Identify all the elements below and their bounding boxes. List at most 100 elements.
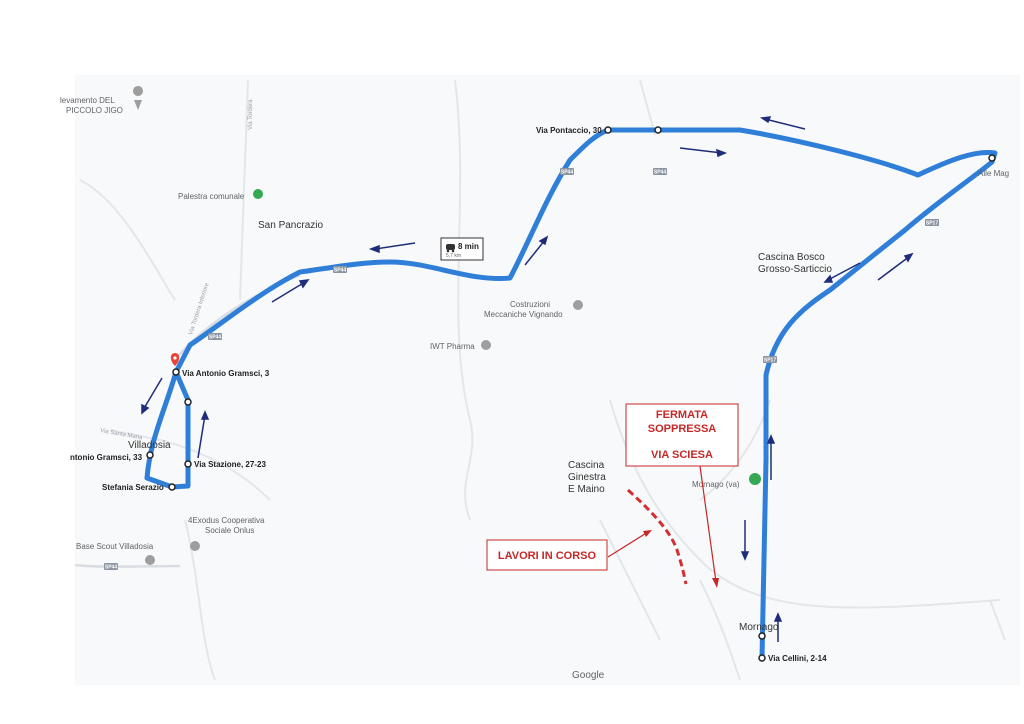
road-shield-sp44: SP44: [208, 333, 222, 341]
svg-text:Costruzioni: Costruzioni: [510, 300, 550, 309]
map-pin-icon: [190, 541, 200, 551]
poi-alle-mag[interactable]: Alle Mag: [978, 169, 1009, 178]
svg-text:SP44: SP44: [561, 170, 573, 176]
map-pin-icon: [133, 86, 144, 110]
poi-exodus[interactable]: 4Exodus Cooperativa Sociale Onlus: [188, 516, 265, 551]
svg-text:PICCOLO JIGO: PICCOLO JIGO: [66, 106, 123, 115]
svg-text:Alle Mag: Alle Mag: [978, 169, 1009, 178]
annotation-arrow: [699, 465, 717, 583]
road-shield-sp17: SP17: [925, 219, 939, 227]
stop-label-via-pontaccio: Via Pontaccio, 30: [536, 126, 602, 135]
annotation-arrow: [607, 531, 649, 558]
direction-arrow-head: [716, 148, 728, 158]
road-shield-sp17: SP17: [763, 356, 777, 364]
stop-marker[interactable]: [758, 654, 766, 662]
stop-marker[interactable]: [758, 632, 766, 640]
direction-arrow-head: [766, 434, 776, 444]
stop-labels: Via Pontaccio, 30 Via Antonio Gramsci, 3…: [70, 126, 827, 663]
map-pin-icon: [481, 340, 491, 350]
map-pin-icon: [253, 189, 263, 199]
place-cascina-ginestra-3: E Maino: [568, 484, 605, 495]
bus-route-line: [144, 127, 998, 661]
travel-time: 8 min: [458, 242, 479, 251]
stop-label-via-gramsci-3: Via Antonio Gramsci, 3: [182, 369, 270, 378]
direction-arrow: [524, 239, 546, 266]
place-cascina-ginestra-2: Ginestra: [568, 472, 606, 483]
direction-arrow: [142, 377, 163, 411]
place-names: San Pancrazio Villadosia Cascina Bosco G…: [128, 220, 832, 633]
direction-arrow-head: [823, 274, 834, 283]
direction-arrow: [679, 147, 723, 154]
poi-palestra[interactable]: Palestra comunale: [178, 189, 263, 201]
travel-distance: 5,7 km: [446, 253, 461, 259]
svg-text:Mornago (va): Mornago (va): [692, 480, 740, 489]
place-san-pancrazio: San Pancrazio: [258, 220, 323, 231]
direction-arrow-head: [759, 116, 772, 124]
destination-pin-icon[interactable]: [170, 353, 180, 366]
svg-text:IWT Pharma: IWT Pharma: [430, 342, 475, 351]
stop-marker[interactable]: [184, 398, 192, 406]
lavori-text: LAVORI IN CORSO: [498, 550, 597, 562]
direction-arrow-head: [903, 252, 914, 263]
stop-marker[interactable]: [654, 126, 662, 134]
stop-marker[interactable]: [988, 154, 996, 162]
stop-marker[interactable]: [604, 126, 612, 134]
roadworks-dashed-line: [626, 488, 688, 585]
road-shield-sp44: SP44: [560, 168, 574, 176]
direction-arrows: [141, 116, 914, 642]
stop-marker[interactable]: [146, 451, 154, 459]
direction-arrow-head: [298, 279, 310, 289]
road-shield-sp44: SP44: [104, 563, 118, 571]
place-mornago: Mornago: [739, 622, 779, 633]
poi-mornago-station[interactable]: Mornago (va): [692, 473, 761, 489]
svg-text:levamento DEL: levamento DEL: [60, 96, 115, 105]
place-cascina-bosco: Cascina Bosco: [758, 252, 825, 263]
svg-text:SP17: SP17: [764, 358, 776, 364]
stop-label-via-stazione: Via Stazione, 27-23: [194, 460, 266, 469]
svg-text:SP44: SP44: [334, 268, 346, 274]
direction-arrow-head: [740, 551, 750, 561]
poi-iwt-pharma[interactable]: IWT Pharma: [430, 340, 491, 351]
car-icon: [446, 244, 455, 253]
direction-arrow: [877, 255, 911, 281]
map-pin-icon: [573, 300, 583, 310]
poi-base-scout[interactable]: Base Scout Villadosia: [76, 542, 155, 565]
svg-text:SP44: SP44: [654, 170, 666, 176]
road-shields: SP44 SP44 SP44 SP44 SP44 SP17 SP17: [104, 168, 939, 571]
svg-text:Base Scout Villadosia: Base Scout Villadosia: [76, 542, 154, 551]
svg-text:Meccaniche Vignando: Meccaniche Vignando: [484, 310, 563, 319]
direction-arrow-head: [773, 612, 783, 622]
stop-marker[interactable]: [172, 368, 180, 376]
stop-marker[interactable]: [168, 483, 176, 491]
place-villadosia: Villadosia: [128, 440, 171, 451]
direction-arrow-head: [141, 403, 150, 415]
annotation-fermata-soppressa: FERMATA SOPPRESSA VIA SCIESA: [625, 403, 739, 588]
road-shield-sp44: SP44: [653, 168, 667, 176]
svg-text:4Exodus Cooperativa: 4Exodus Cooperativa: [188, 516, 265, 525]
road-shield-sp44: SP44: [333, 266, 347, 274]
poi-costruzioni[interactable]: Costruzioni Meccaniche Vignando: [484, 300, 583, 319]
map-pin-icon: [749, 473, 761, 485]
direction-arrow: [271, 281, 306, 303]
points-of-interest: levamento DEL PICCOLO JIGO Palestra comu…: [60, 86, 1009, 565]
direction-arrow: [374, 242, 416, 250]
stop-label-via-gramsci-33: ntonio Gramsci, 33: [70, 453, 143, 462]
stop-marker[interactable]: [184, 460, 192, 468]
direction-arrow: [764, 118, 806, 130]
stop-label-stefania-serazio: Stefania Serazio: [102, 483, 164, 492]
fermata-line-1: FERMATA: [656, 409, 708, 421]
svg-text:Sociale Onlus: Sociale Onlus: [205, 526, 254, 535]
route-stops: [146, 126, 996, 662]
poi-allevamento[interactable]: levamento DEL PICCOLO JIGO: [60, 86, 144, 115]
travel-time-badge[interactable]: 8 min 5,7 km: [440, 237, 484, 261]
svg-text:SP44: SP44: [209, 335, 221, 341]
annotation-lavori-in-corso: LAVORI IN CORSO: [486, 488, 688, 585]
road-label-via-tordera: Via Tordera: [248, 99, 254, 130]
annotation-arrow-head: [712, 578, 719, 588]
annotation-arrow-head: [643, 530, 652, 537]
direction-arrow-head: [200, 410, 210, 420]
place-cascina-ginestra: Cascina: [568, 460, 605, 471]
fermata-line-3: VIA SCIESA: [651, 449, 713, 461]
place-cascina-bosco-2: Grosso-Sarticcio: [758, 264, 832, 275]
